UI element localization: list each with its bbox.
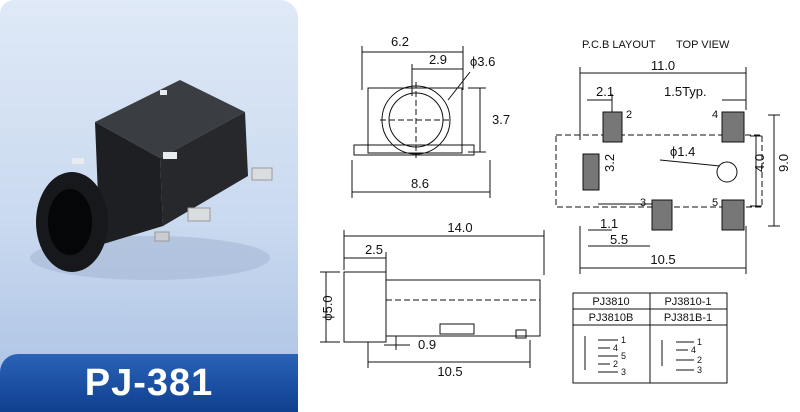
variant-label: PJ3810B xyxy=(589,312,634,324)
body-right-face xyxy=(160,112,248,226)
pcb-layout-title: P.C.B LAYOUT xyxy=(582,39,656,51)
schematic-pin: 1 xyxy=(621,335,626,345)
side-view xyxy=(320,230,545,368)
top-contact xyxy=(163,152,177,159)
variant-label: PJ3810 xyxy=(592,296,629,308)
pin-label: 3 xyxy=(640,197,646,209)
front-diameter-label: ϕ3.6 xyxy=(470,54,495,69)
solder-pin xyxy=(187,207,211,222)
top-contact xyxy=(160,90,167,95)
pcb-mid-label: 5.5 xyxy=(610,232,628,247)
schematic-pin: 3 xyxy=(621,367,626,377)
pcb-hole-label: ϕ1.4 xyxy=(670,144,695,159)
front-height-label: 3.7 xyxy=(492,112,510,127)
side-left-label: 2.5 xyxy=(365,242,383,257)
schematic-pin: 1 xyxy=(697,337,702,347)
solder-pin xyxy=(154,231,170,242)
pin-label: 5 xyxy=(712,197,718,209)
pcb-pitch-left-label: 2.1 xyxy=(596,84,614,99)
connector-photo xyxy=(30,80,273,280)
model-banner xyxy=(0,354,298,412)
front-width-label: 6.2 xyxy=(391,34,409,49)
front-offset-label: 2.9 xyxy=(429,52,447,67)
pcb-pads xyxy=(582,111,745,231)
product-panel: PJ-381 xyxy=(0,0,298,412)
variant-table xyxy=(572,292,728,384)
pcb-layout xyxy=(555,67,780,274)
side-pin-label: 0.9 xyxy=(418,337,436,352)
variant-label: PJ381B-1 xyxy=(664,312,712,324)
pcb-bottom-label: 10.5 xyxy=(650,252,675,267)
pin-label: 2 xyxy=(626,109,632,121)
front-view xyxy=(351,46,491,198)
barrel-hole xyxy=(48,189,92,255)
schematic-pin: 3 xyxy=(697,365,702,375)
solder-pin xyxy=(251,167,273,181)
variant-label: PJ3810-1 xyxy=(664,296,711,308)
pcb-inner-height-label: 4.0 xyxy=(752,154,767,172)
top-contact xyxy=(72,158,84,164)
pcb-pitch-right-label: 1.5Typ. xyxy=(664,84,707,99)
model-name: PJ-381 xyxy=(84,362,214,404)
pcb-total-label: 11.0 xyxy=(651,58,675,73)
pcb-pad-height-label: 3.2 xyxy=(602,154,617,172)
side-length-label: 14.0 xyxy=(447,220,472,235)
side-diameter-label: ϕ5.0 xyxy=(320,295,335,320)
schematic-pin: 2 xyxy=(613,359,618,369)
pcb-height-label: 9.0 xyxy=(776,154,791,172)
schematic-pin: 2 xyxy=(697,355,702,365)
pin-label: 4 xyxy=(712,109,718,121)
schematic-pin: 4 xyxy=(613,343,618,353)
front-base-label: 8.6 xyxy=(411,176,429,191)
side-span-label: 10.5 xyxy=(437,364,462,379)
body-top-face xyxy=(95,80,245,158)
pcb-small-label: 1.1 xyxy=(600,216,618,231)
schematic-pin: 4 xyxy=(691,345,696,355)
body-left-face xyxy=(95,122,163,245)
schematic-pin: 5 xyxy=(621,351,626,361)
top-view-title: TOP VIEW xyxy=(676,39,730,51)
